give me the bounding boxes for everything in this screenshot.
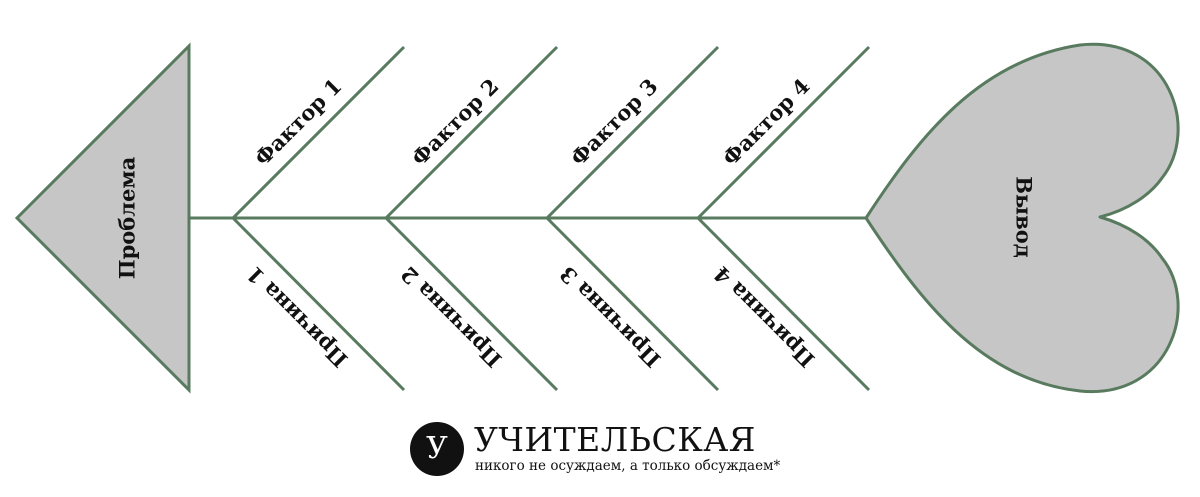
factor-label-3: Фактор 3	[565, 73, 662, 170]
cause-label-1: Причина 1	[242, 262, 353, 373]
factor-bone-4	[696, 45, 871, 220]
brand-logo: У	[410, 422, 464, 476]
cause-label-3: Причина 3	[555, 262, 666, 373]
cause-bone-2	[384, 216, 559, 392]
brand-name: УЧИТЕЛЬСКАЯ	[474, 420, 756, 459]
factor-bone-2	[384, 45, 559, 220]
brand-tagline: никого не осуждаем, а только обсуждаем*	[475, 458, 781, 474]
cause-bone-1	[231, 216, 406, 392]
conclusion-label: Вывод	[1012, 176, 1037, 257]
factor-label-1: Фактор 1	[249, 73, 346, 170]
factor-bone-1	[231, 45, 406, 220]
factor-label-2: Фактор 2	[406, 73, 503, 170]
brand-logo-letter: У	[426, 431, 448, 466]
cause-label-2: Причина 2	[396, 262, 507, 373]
cause-label-4: Причина 4	[709, 262, 820, 373]
factor-label-4: Фактор 4	[717, 73, 814, 170]
cause-bone-4	[696, 216, 871, 392]
cause-bone-3	[545, 216, 720, 392]
conclusion-heart	[864, 42, 1180, 394]
factor-bone-3	[545, 45, 720, 220]
problem-head-triangle	[14, 42, 191, 394]
problem-label: Проблема	[115, 156, 140, 279]
